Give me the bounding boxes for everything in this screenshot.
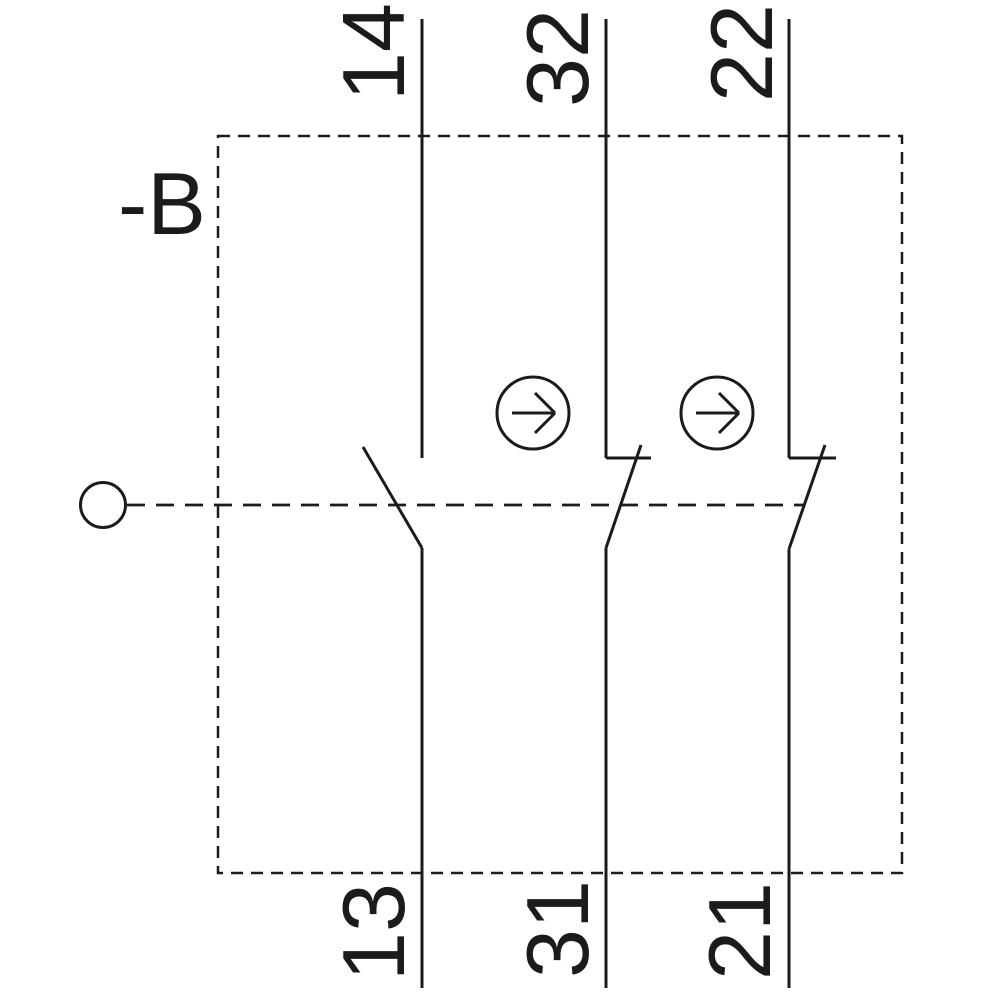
positive-opening-arrow [696, 391, 741, 435]
actuator [79, 481, 805, 529]
actuator-circle-icon [79, 481, 127, 529]
contact-nc-31-32: 32 31 [495, 9, 651, 988]
terminal-label-22: 22 [692, 4, 791, 102]
contact2-moving-blade [604, 444, 643, 549]
contact1-moving-blade [361, 446, 424, 549]
terminal-label-13: 13 [324, 883, 423, 981]
device-designation-label: -B [118, 154, 206, 253]
positive-opening-arrow-icon [679, 375, 755, 451]
contact-no-13-14: 14 13 [324, 3, 424, 988]
positive-opening-circle [495, 375, 571, 451]
terminal-label-32: 32 [508, 9, 607, 107]
terminal-label-31: 31 [508, 880, 607, 978]
device-boundary-box [216, 134, 904, 875]
positive-opening-circle [679, 375, 755, 451]
terminal-label-14: 14 [324, 3, 423, 101]
terminal-label-21: 21 [690, 882, 789, 980]
positive-opening-arrow-icon [495, 375, 571, 451]
positive-opening-arrow [512, 391, 557, 435]
contact3-moving-blade [787, 444, 827, 550]
contact-nc-21-22: 22 21 [679, 4, 836, 988]
